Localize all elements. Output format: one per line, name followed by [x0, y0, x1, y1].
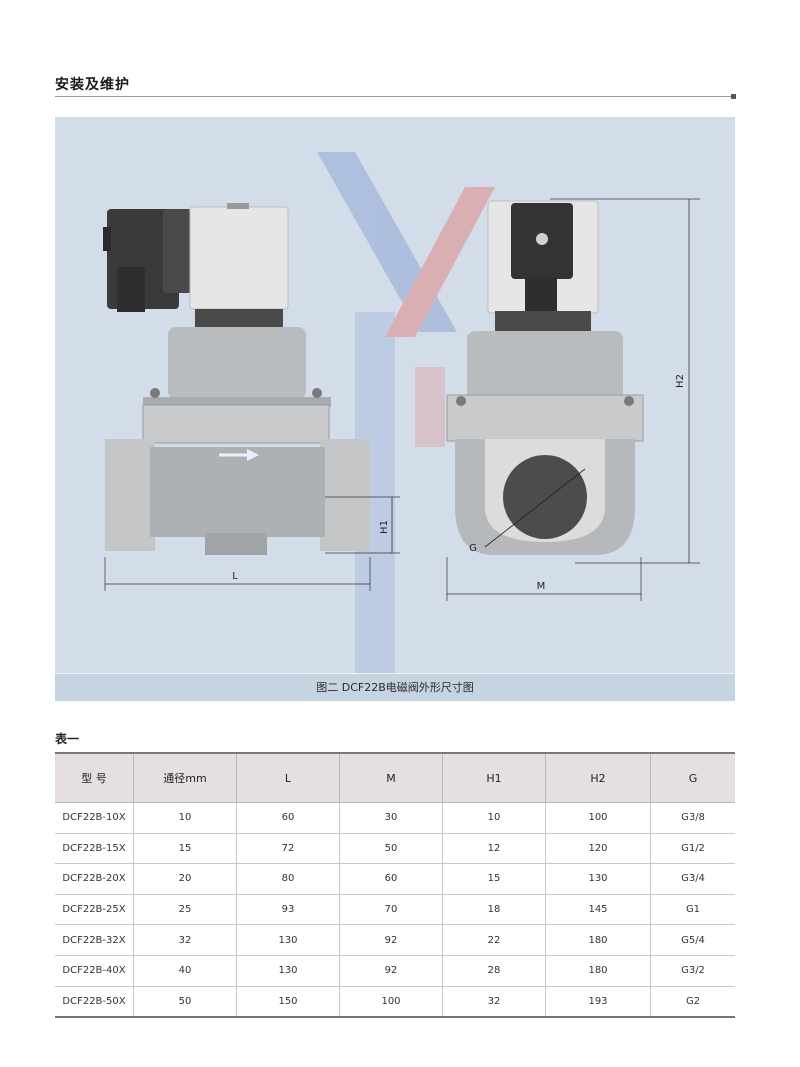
- cell-M: 60: [339, 863, 443, 895]
- valve-drawing: L H1 M H2 G: [103, 152, 700, 673]
- table-row: DCF22B-20X 20 80 60 15 130 G3/4: [55, 863, 735, 895]
- table-row: DCF22B-32X 32 130 92 22 180 G5/4: [55, 924, 735, 956]
- cell-L: 80: [236, 863, 340, 895]
- cell-M: 30: [339, 802, 443, 834]
- cell-bore: 32: [133, 924, 237, 956]
- section-title: 安装及维护: [55, 77, 130, 93]
- table-row: DCF22B-10X 10 60 30 10 100 G3/8: [55, 802, 735, 834]
- valve-front-view: [446, 198, 700, 601]
- cell-bore: 40: [133, 955, 237, 987]
- dim-label-H1: H1: [379, 520, 390, 534]
- table-row: DCF22B-25X 25 93 70 18 145 G1: [55, 894, 735, 926]
- cell-G: G2: [650, 986, 735, 1018]
- cell-G: G3/2: [650, 955, 735, 987]
- cell-bore: 20: [133, 863, 237, 895]
- cell-H1: 10: [442, 802, 546, 834]
- cell-L: 130: [236, 955, 340, 987]
- figure-caption: 图二 DCF22B电磁阀外形尺寸图: [55, 673, 735, 701]
- cell-H1: 15: [442, 863, 546, 895]
- cell-H2: 120: [545, 833, 651, 865]
- cell-H2: 180: [545, 924, 651, 956]
- cell-model: DCF22B-15X: [55, 833, 134, 865]
- header-H1: H1: [442, 753, 546, 803]
- cell-H1: 18: [442, 894, 546, 926]
- header-model: 型 号: [55, 753, 134, 803]
- cell-G: G3/4: [650, 863, 735, 895]
- cell-G: G3/8: [650, 802, 735, 834]
- cell-M: 92: [339, 924, 443, 956]
- cell-L: 150: [236, 986, 340, 1018]
- cell-model: DCF22B-40X: [55, 955, 134, 987]
- cell-bore: 25: [133, 894, 237, 926]
- cell-bore: 50: [133, 986, 237, 1018]
- cell-model: DCF22B-10X: [55, 802, 134, 834]
- header-H2: H2: [545, 753, 651, 803]
- cell-G: G5/4: [650, 924, 735, 956]
- header-M: M: [339, 753, 443, 803]
- cell-M: 100: [339, 986, 443, 1018]
- cell-H1: 22: [442, 924, 546, 956]
- table-row: DCF22B-50X 50 150 100 32 193 G2: [55, 986, 735, 1018]
- dimension-figure: L H1 M H2 G 图二 DCF22B电磁阀外形尺寸图: [55, 117, 735, 701]
- header-L: L: [236, 753, 340, 803]
- cell-H2: 180: [545, 955, 651, 987]
- cell-H2: 130: [545, 863, 651, 895]
- watermark-logo: [317, 152, 495, 673]
- cell-M: 92: [339, 955, 443, 987]
- cell-G: G1/2: [650, 833, 735, 865]
- table-row: DCF22B-15X 15 72 50 12 120 G1/2: [55, 833, 735, 865]
- cell-H2: 193: [545, 986, 651, 1018]
- cell-bore: 15: [133, 833, 237, 865]
- table-label: 表一: [55, 732, 80, 746]
- cell-L: 130: [236, 924, 340, 956]
- cell-M: 50: [339, 833, 443, 865]
- cell-H2: 100: [545, 802, 651, 834]
- cell-model: DCF22B-20X: [55, 863, 134, 895]
- dim-label-H2: H2: [675, 374, 686, 388]
- cell-H1: 32: [442, 986, 546, 1018]
- cell-H1: 12: [442, 833, 546, 865]
- cell-bore: 10: [133, 802, 237, 834]
- cell-M: 70: [339, 894, 443, 926]
- valve-side-view: [103, 203, 400, 591]
- cell-model: DCF22B-50X: [62, 995, 126, 1007]
- header-bore: 通径mm: [133, 753, 237, 803]
- cell-G: G1: [650, 894, 735, 926]
- header-G: G: [650, 753, 735, 803]
- cell-model: DCF22B-32X: [55, 924, 134, 956]
- cell-L: 60: [236, 802, 340, 834]
- cell-H1: 28: [442, 955, 546, 987]
- title-corner-mark: [731, 94, 736, 99]
- cell-L: 93: [236, 894, 340, 926]
- table-row: DCF22B-40X 40 130 92 28 180 G3/2: [55, 955, 735, 987]
- dim-label-G: G: [469, 543, 477, 554]
- spec-table: 型 号 通径mm L M H1 H2 G DCF22B-10X 10 60 30…: [55, 752, 735, 1019]
- table-header-row: 型 号 通径mm L M H1 H2 G: [55, 753, 735, 803]
- dim-label-M: M: [537, 581, 546, 592]
- dim-label-L: L: [232, 571, 238, 582]
- cell-model: DCF22B-25X: [55, 894, 134, 926]
- title-divider: [55, 96, 731, 97]
- cell-H2: 145: [545, 894, 651, 926]
- cell-L: 72: [236, 833, 340, 865]
